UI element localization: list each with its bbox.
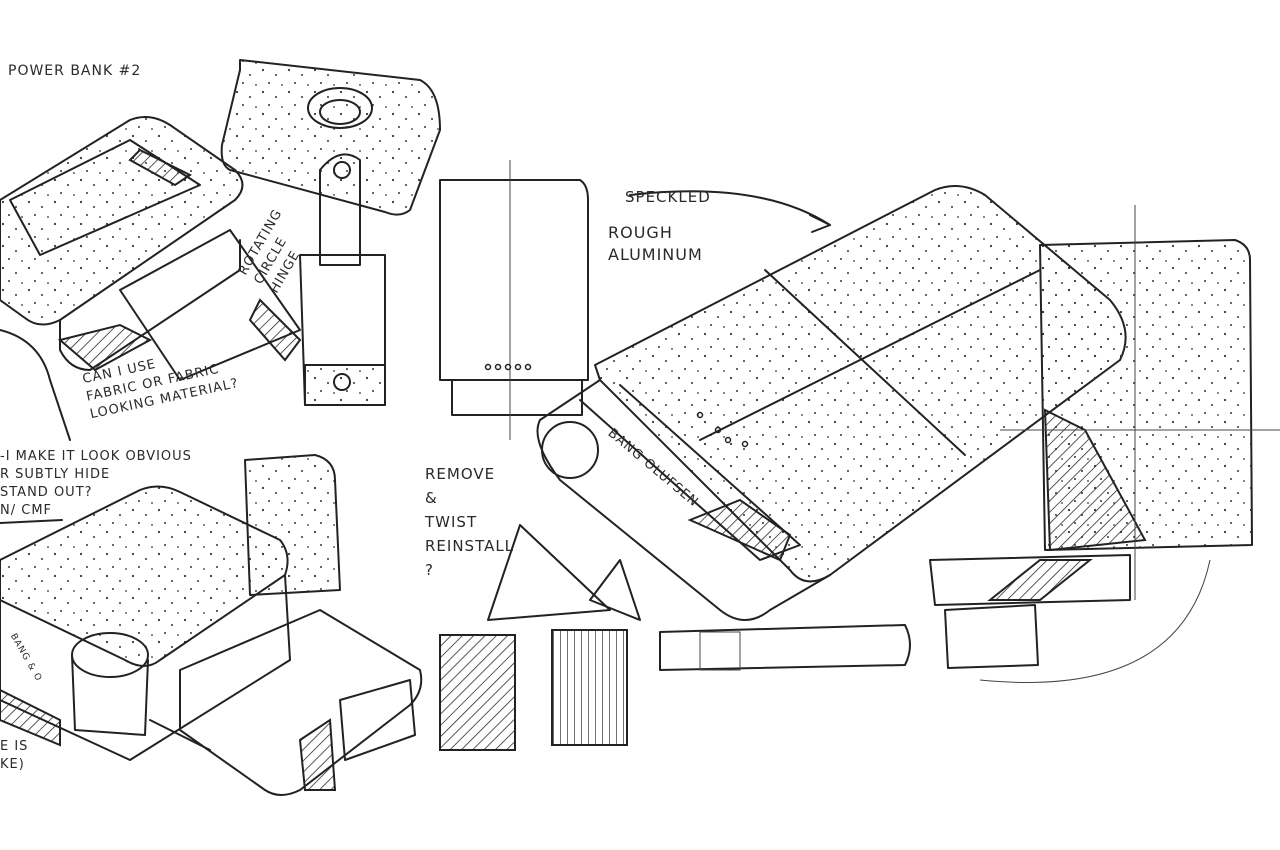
sketch-main-powerbank [536, 185, 1127, 621]
sketch-top-left-powerbank [0, 115, 301, 441]
note-bottom-left: E IS KE) [0, 739, 29, 772]
sketch-hinge-block [220, 59, 441, 406]
note-remove-twist: REMOVE & TWIST REINSTALL ? [425, 465, 515, 579]
cmf-underline [0, 519, 63, 524]
sketch-side-view [929, 205, 1280, 683]
sketch-bottom-left-powerbank [0, 454, 423, 796]
note-obvious-cmf: -I MAKE IT LOOK OBVIOUS R SUBTLY HIDE ST… [0, 449, 192, 518]
sketch-title: POWER BANK #2 [8, 63, 142, 79]
sketch-bottom-details [439, 524, 911, 751]
note-speckled: SPECKLED [625, 188, 711, 206]
note-rough-aluminum: ROUGH ALUMINUM [608, 223, 703, 264]
sketch-front-elevation [439, 160, 589, 440]
